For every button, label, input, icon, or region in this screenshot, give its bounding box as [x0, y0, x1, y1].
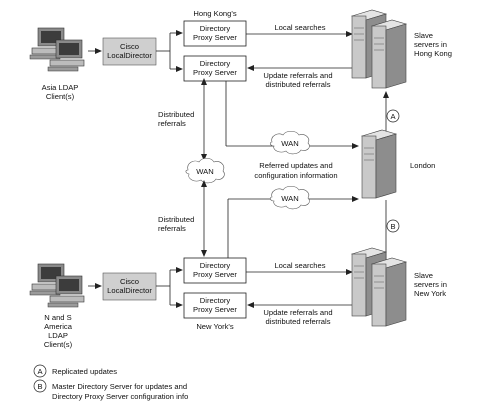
america-client-label-2: America [44, 322, 73, 331]
ny-proxy-server-1 [183, 257, 247, 284]
cisco-top-label-2: LocalDirector [107, 51, 152, 60]
cisco-bottom-label-2: LocalDirector [107, 286, 152, 295]
hk-slave-servers-icon [350, 9, 408, 89]
ny-proxy2-label-2: Proxy Server [193, 305, 237, 314]
ny-slave-label-2: servers in [414, 280, 447, 289]
distributed-top-label-2: referrals [158, 119, 186, 128]
asia-client-label-2: Client(s) [46, 92, 75, 101]
hk-proxy2-label-2: Proxy Server [193, 68, 237, 77]
hk-proxy-server-1 [183, 20, 247, 47]
ny-local-searches-label: Local searches [274, 261, 325, 270]
hk-proxy2-label-1: Directory [200, 59, 231, 68]
cisco-localdirector-top [102, 37, 157, 66]
marker-a-hk [386, 109, 400, 123]
ny-slave-label-3: New York [414, 289, 446, 298]
hk-proxy1-label-2: Proxy Server [193, 33, 237, 42]
ny-proxy1-label-1: Directory [200, 261, 231, 270]
referred-label-2: configuration information [254, 171, 337, 180]
asia-client-computers-icon [29, 27, 85, 72]
referred-label-1: Referred updates and [259, 161, 332, 170]
wan-bottom-label: WAN [281, 194, 298, 203]
hk-update-label-1: Update referrals and [263, 71, 332, 80]
wan-middle-label: WAN [196, 167, 213, 176]
london-server-icon [360, 129, 398, 199]
ny-update-label-2: distributed referrals [266, 317, 331, 326]
new-york-title: New York's [196, 322, 234, 331]
distributed-bottom-label-1: Distributed [158, 215, 194, 224]
hk-slave-label-3: Hong Kong [414, 49, 452, 58]
marker-a-hk-label: A [390, 112, 396, 121]
marker-b-ny-label: B [390, 222, 395, 231]
america-client-label-1: N and S [44, 313, 71, 322]
cisco-bottom-label-1: Cisco [120, 277, 139, 286]
hk-update-label-2: distributed referrals [266, 80, 331, 89]
wan-top-label: WAN [281, 139, 298, 148]
ny-slave-servers-icon [350, 247, 408, 327]
ny-update-label-1: Update referrals and [263, 308, 332, 317]
ny-proxy-server-2 [183, 292, 247, 319]
america-client-label-3: LDAP [48, 331, 68, 340]
hk-slave-label-2: servers in [414, 40, 447, 49]
legend-a-text: Replicated updates [52, 367, 117, 376]
wan-cloud-bottom [269, 185, 310, 210]
legend-marker-b [33, 379, 47, 393]
ny-proxy2-label-1: Directory [200, 296, 231, 305]
legend-marker-a-label: A [37, 367, 43, 376]
ny-slave-label-1: Slave [414, 271, 433, 280]
asia-client-label-1: Asia LDAP [42, 83, 79, 92]
ny-proxy1-label-2: Proxy Server [193, 270, 237, 279]
cisco-top-label-1: Cisco [120, 42, 139, 51]
hk-local-searches-label: Local searches [274, 23, 325, 32]
distributed-top-label-1: Distributed [158, 110, 194, 119]
legend-marker-b-label: B [37, 382, 42, 391]
marker-b-ny [386, 219, 400, 233]
legend-b-text-2: Directory Proxy Server configuration inf… [52, 392, 188, 401]
hk-proxy1-label-1: Directory [200, 24, 231, 33]
wan-cloud-top [269, 130, 310, 155]
hong-kong-title: Hong Kong's [193, 9, 236, 18]
legend-b-text-1: Master Directory Server for updates and [52, 382, 187, 391]
cisco-localdirector-bottom [102, 272, 157, 301]
london-label: London [410, 161, 435, 170]
america-client-computers-icon [29, 263, 85, 308]
hk-proxy-server-2 [183, 55, 247, 82]
legend-marker-a [33, 364, 47, 378]
hk-slave-label-1: Slave [414, 31, 433, 40]
wan-cloud-middle [185, 157, 225, 184]
distributed-bottom-label-2: referrals [158, 224, 186, 233]
america-client-label-4: Client(s) [44, 340, 73, 349]
